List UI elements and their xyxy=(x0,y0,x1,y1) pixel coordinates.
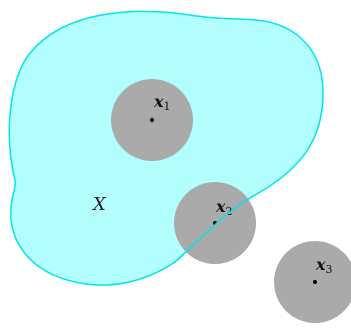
region-label: X xyxy=(91,194,107,215)
point-x3-dot xyxy=(313,280,317,284)
point-x1-label: x1 xyxy=(153,92,171,113)
point-group-x3: x3 xyxy=(274,241,351,323)
region-x-boundary xyxy=(174,194,256,263)
disk-x3 xyxy=(274,241,351,323)
point-x3-label: x3 xyxy=(315,255,333,276)
point-x1-dot xyxy=(150,118,154,122)
point-group-x1: x1 xyxy=(111,79,193,161)
point-x2-label: x2 xyxy=(215,197,233,218)
